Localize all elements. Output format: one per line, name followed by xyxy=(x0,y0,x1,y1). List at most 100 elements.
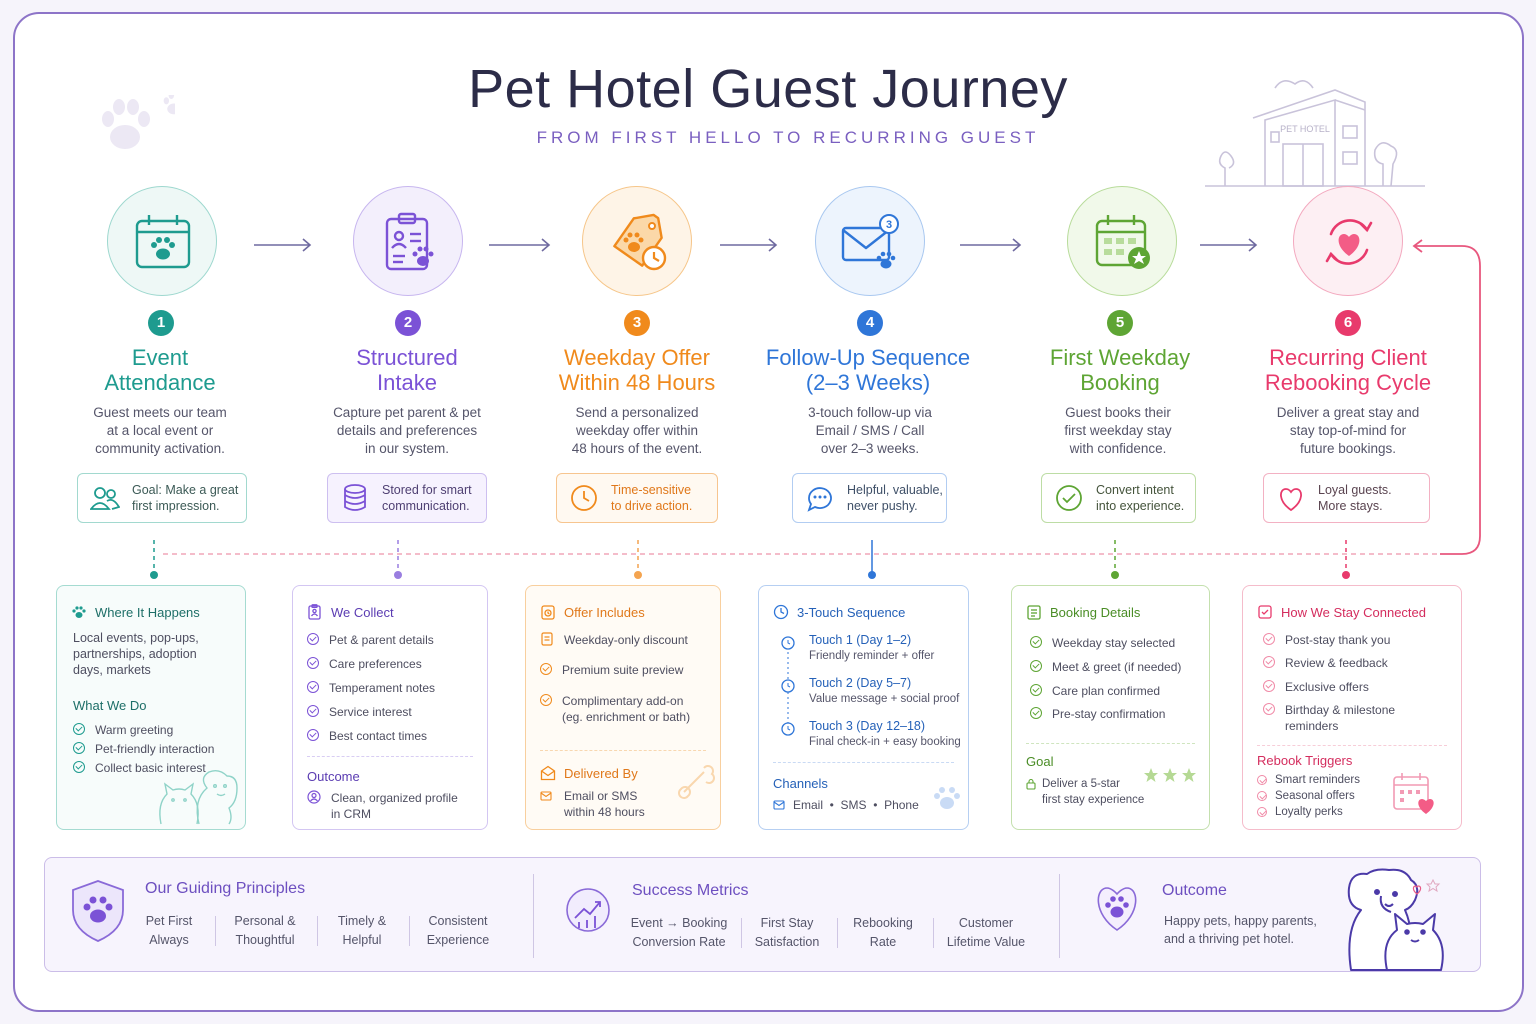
text-line: in CRM xyxy=(331,807,372,821)
step-2-circle xyxy=(353,186,463,296)
text-line: Consistent xyxy=(428,914,488,928)
paw-icon xyxy=(72,606,86,618)
pill-line: Convert intent xyxy=(1096,483,1174,497)
card-divider xyxy=(1257,745,1447,746)
list-item: Exclusive offers xyxy=(1263,679,1369,695)
desc-line: at a local event or xyxy=(106,423,214,438)
step-description: Guest meets our team at a local event or c… xyxy=(50,404,270,458)
step-3-circle xyxy=(582,186,692,296)
pill-line: never pushy. xyxy=(847,499,918,513)
text-line: Clean, organized profile xyxy=(331,791,458,805)
card-text: Local events, pop-ups, partnerships, adop… xyxy=(73,630,199,678)
arrow-right-icon xyxy=(960,238,1022,252)
text-line: Lifetime Value xyxy=(946,935,1026,949)
step-number: 6 xyxy=(1335,310,1361,336)
list-item: Temperament notes xyxy=(307,680,435,696)
text-line: days, markets xyxy=(73,663,151,677)
step-title-line: Structured xyxy=(356,345,458,370)
pill-line: Loyal guests. xyxy=(1318,483,1392,497)
text-line: Pet First xyxy=(145,914,193,928)
step-title-line: Weekday Offer xyxy=(564,345,710,370)
text-line: Customer xyxy=(958,916,1014,930)
text-line: Timely & xyxy=(337,914,387,928)
text-line: Thoughtful xyxy=(235,933,295,947)
step-title-line: Within 48 Hours xyxy=(558,370,716,395)
divider xyxy=(933,918,934,948)
desc-line: over 2–3 weeks. xyxy=(820,441,920,456)
pill-line: first impression. xyxy=(132,499,220,513)
calendar-paw-icon xyxy=(135,215,191,269)
list-item: Service interest xyxy=(307,704,412,720)
card-offer-includes: Offer Includes Weekday-only discount Pre… xyxy=(525,585,721,830)
text-line: partnerships, adoption xyxy=(73,647,197,661)
desc-line: first weekday stay xyxy=(1064,423,1172,438)
page-subtitle: FROM FIRST HELLO TO RECURRING GUEST xyxy=(536,128,1040,147)
step-title-line: First Weekday xyxy=(1049,345,1191,370)
step-number: 4 xyxy=(857,310,883,336)
step-title: Follow-Up Sequence(2–3 Weeks) xyxy=(753,345,983,395)
card-sublabel: Outcome xyxy=(307,769,360,784)
desc-line: Guest meets our team xyxy=(93,405,227,420)
card-header: Booking Details xyxy=(1026,604,1140,620)
list-item: Complimentary add-on(eg. enrichment or b… xyxy=(540,693,690,725)
text-line: Deliver a 5-star xyxy=(1042,778,1120,790)
list-item: Clean, organized profile in CRM xyxy=(307,790,458,822)
desc-line: weekday offer within xyxy=(575,423,699,438)
card-sublabel: Delivered By xyxy=(564,765,638,781)
desc-line: Guest books their xyxy=(1065,405,1171,420)
touch-item: Touch 3 (Day 12–18)Final check-in + easy… xyxy=(809,718,961,750)
step-number: 3 xyxy=(624,310,650,336)
text-line: Happy pets, happy parents, xyxy=(1164,914,1317,928)
step-goal-pill: Convert intent into experience. xyxy=(1041,473,1196,523)
list-item: Smart reminders xyxy=(1257,774,1360,787)
paw-decoration-icon xyxy=(102,95,175,149)
card-subheader: Delivered By xyxy=(540,765,638,781)
hotel-sign: PET HOTEL xyxy=(1280,124,1330,134)
list-item: Email • SMS • Phone xyxy=(773,797,919,813)
desc-line: Email / SMS / Call xyxy=(815,423,925,438)
desc-line: Send a personalized xyxy=(575,405,699,420)
list-item: Weekday-only discount xyxy=(540,632,688,648)
heart-check-icon xyxy=(1258,605,1272,619)
desc-line: stay top-of-mind for xyxy=(1289,423,1407,438)
card-where-it-happens: Where It Happens Local events, pop-ups,p… xyxy=(56,585,246,830)
trend-chart-icon xyxy=(566,888,610,932)
step-5-circle xyxy=(1067,186,1177,296)
desc-line: community activation. xyxy=(95,441,225,456)
principles-title: Our Guiding Principles xyxy=(145,880,306,897)
arrow-right-icon xyxy=(254,238,312,252)
envelope-badge: 3 xyxy=(886,219,892,231)
arrow-right-icon xyxy=(720,238,778,252)
check-circle-icon xyxy=(1056,485,1082,511)
text-line: and a thriving pet hotel. xyxy=(1164,932,1294,946)
text-line: Local events, pop-ups, xyxy=(73,631,199,645)
text-line: (eg. enrichment or bath) xyxy=(562,710,691,724)
step-title-line: Recurring Client xyxy=(1269,345,1427,370)
people-icon xyxy=(90,487,120,510)
outcome-title: Outcome xyxy=(1162,882,1227,899)
timeline-line xyxy=(781,636,795,736)
step-4-circle: 3 xyxy=(815,186,925,296)
calendar-heart-icon xyxy=(1393,773,1434,814)
text-line: within 48 hours xyxy=(564,805,645,819)
divider xyxy=(837,918,838,948)
clock-icon xyxy=(571,485,597,511)
desc-line: future bookings. xyxy=(1299,441,1397,456)
list-item: Warm greeting xyxy=(73,722,173,738)
text-line: reminders xyxy=(1285,719,1339,733)
card-divider xyxy=(540,750,706,751)
step-title-line: Rebooking Cycle xyxy=(1264,370,1432,395)
desc-line: in our system. xyxy=(364,441,450,456)
stars-icon xyxy=(1144,768,1196,782)
list-item: Seasonal offers xyxy=(1257,790,1355,803)
mail-icon xyxy=(540,791,552,801)
pill-line: into experience. xyxy=(1096,499,1185,513)
list-item: Meet & greet (if needed) xyxy=(1030,659,1181,675)
card-sublabel: What We Do xyxy=(73,698,147,713)
card-header: Offer Includes xyxy=(540,604,645,620)
